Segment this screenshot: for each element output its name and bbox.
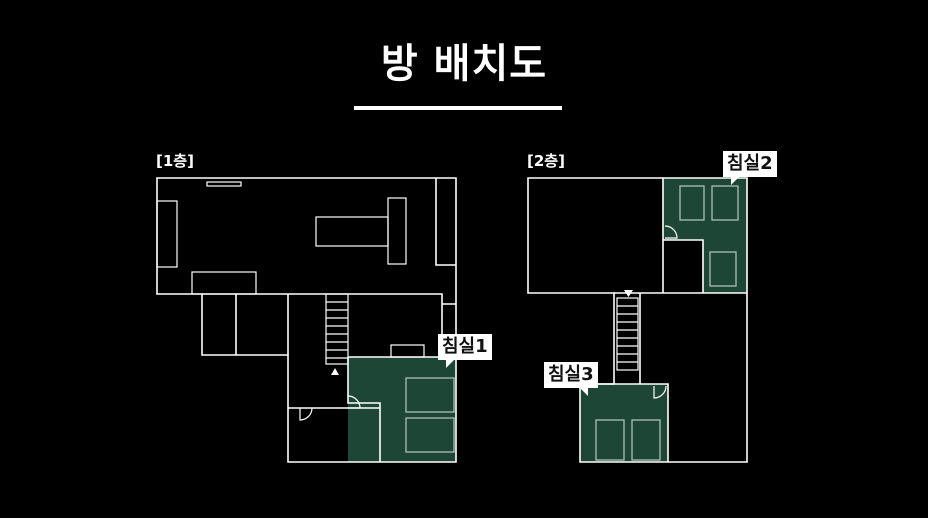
bedroom-2-label: 침실2 (723, 151, 777, 185)
floor-1-stairs (325, 293, 349, 365)
bedroom-1-beds (405, 377, 455, 453)
bedroom-1-area (348, 357, 456, 462)
stair-arrow-down-icon (624, 290, 633, 297)
floor-1-label: [1층] (156, 152, 194, 170)
title-underline (354, 106, 562, 110)
door-swing-icon (664, 225, 678, 239)
floor-2-plan (527, 177, 748, 463)
desk (390, 344, 425, 358)
floor-1-plan (156, 177, 457, 463)
door-swing-icon (347, 395, 361, 409)
bedroom-2-closet (663, 240, 703, 293)
door-swing-icon (299, 407, 313, 421)
sofa (156, 200, 178, 268)
bedroom-3-label: 침실3 (544, 362, 598, 396)
stair-arrow-up-icon (331, 368, 339, 375)
dining-table (315, 216, 389, 247)
floor-2-stairs (616, 297, 639, 371)
kitchen-island (387, 197, 407, 265)
bedroom-1-label: 침실1 (438, 334, 492, 368)
bedroom-3-beds (595, 419, 661, 461)
tv-cabinet (191, 271, 257, 295)
door-swing-icon (653, 385, 667, 399)
floor-2-inner-walls (580, 178, 747, 462)
bedroom-2-beds (679, 185, 739, 287)
page-title: 방 배치도 (380, 41, 548, 87)
floor-2-label: [2층] (527, 152, 565, 170)
window-marker (206, 181, 242, 187)
